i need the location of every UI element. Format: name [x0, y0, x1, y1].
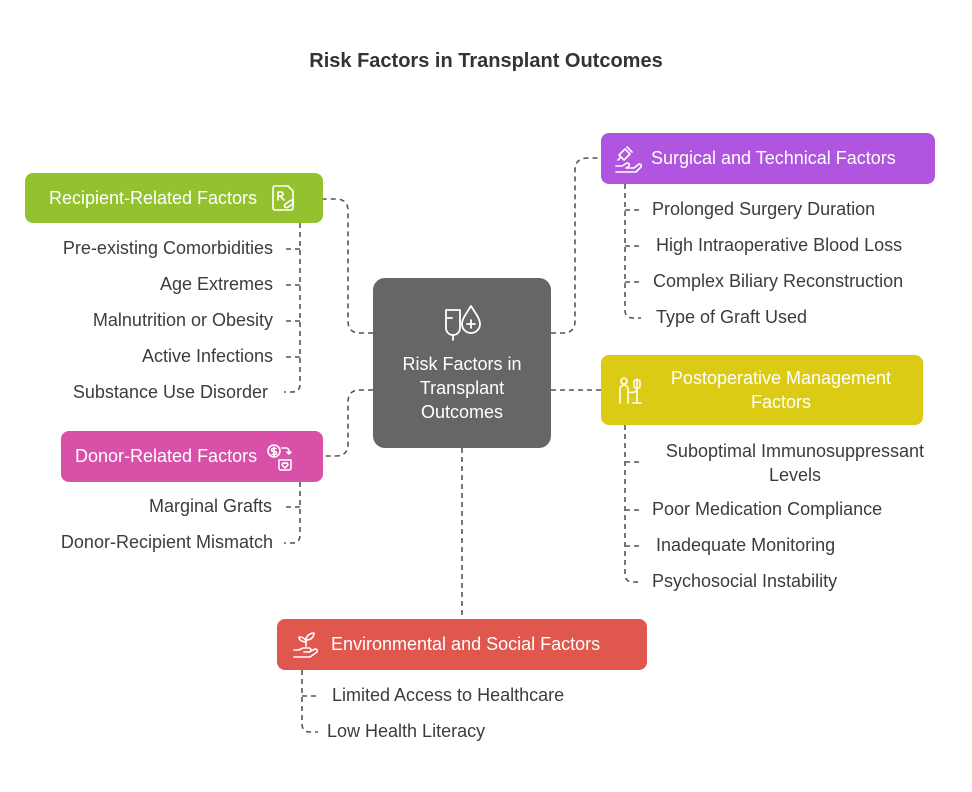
category-box-recipient: Recipient-Related Factors [25, 173, 323, 223]
list-item: Prolonged Surgery Duration [652, 199, 876, 219]
connector-recipient-items [284, 223, 301, 393]
list-item: Substance Use Disorder [72, 382, 268, 402]
connector-surgical-items [624, 184, 641, 319]
category-box-postoperative: Postoperative Management Factors [601, 355, 923, 425]
central-topic-node: Risk Factors in Transplant Outcomes [373, 278, 551, 448]
list-item: Psychosocial Instability [652, 571, 838, 591]
category-label-recipient: Recipient-Related Factors [48, 187, 258, 208]
category-label-donor: Donor-Related Factors [75, 446, 258, 466]
central-topic-label: Risk Factors in Transplant Outcomes [402, 354, 522, 422]
list-item: Malnutrition or Obesity [92, 310, 273, 330]
list-item: Poor Medication Compliance [652, 499, 883, 519]
connector-donor-items [284, 482, 301, 544]
connector-environment-items [301, 670, 318, 733]
list-item: Limited Access to Healthcare [332, 685, 565, 705]
category-label-surgical: Surgical and Technical Factors [651, 148, 896, 168]
category-box-surgical: Surgical and Technical Factors [601, 133, 935, 184]
iv-drip-blood-drop-icon [438, 302, 486, 342]
connector-postop-items [624, 425, 641, 583]
dollar-heart-transfer-icon [265, 442, 295, 472]
list-item: Donor-Recipient Mismatch [60, 532, 273, 552]
category-box-environmental: Environmental and Social Factors [277, 619, 647, 670]
list-item: Suboptimal Immunosuppressant Levels [665, 441, 925, 485]
list-item: Low Health Literacy [327, 721, 486, 741]
category-box-donor: Donor-Related Factors [61, 431, 323, 482]
connector-center-surgical [551, 157, 601, 334]
category-label-environmental: Environmental and Social Factors [331, 634, 601, 654]
list-item: High Intraoperative Blood Loss [656, 235, 903, 255]
list-item: Inadequate Monitoring [656, 535, 836, 555]
list-item: Age Extremes [159, 274, 273, 294]
list-item: Active Infections [141, 346, 273, 366]
syringe-hand-icon [613, 144, 643, 174]
connector-center-recipient [323, 198, 373, 334]
list-item: Complex Biliary Reconstruction [653, 271, 904, 291]
patient-iv-stand-icon [615, 375, 645, 405]
list-item: Pre-existing Comorbidities [62, 238, 273, 258]
diagram-title: Risk Factors in Transplant Outcomes [309, 50, 663, 72]
plant-in-hand-icon [291, 630, 321, 660]
prescription-icon [269, 183, 299, 213]
list-item: Type of Graft Used [656, 307, 808, 327]
connector-center-donor [323, 389, 373, 457]
list-item: Marginal Grafts [148, 496, 272, 516]
category-label-postoperative: Postoperative Management Factors [670, 368, 892, 412]
